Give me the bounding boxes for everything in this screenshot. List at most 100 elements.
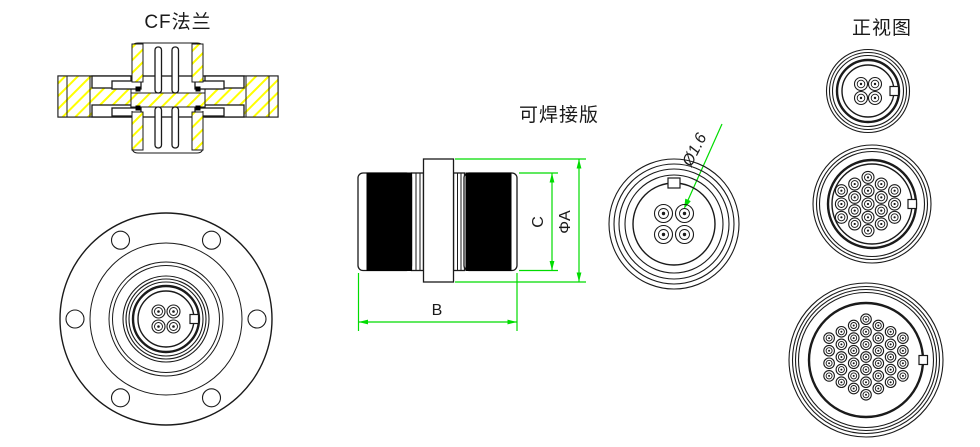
ring <box>835 338 848 351</box>
pin-center-dot <box>865 318 867 321</box>
pin-center-dot <box>682 232 687 237</box>
ring <box>848 177 862 191</box>
ring <box>632 182 716 266</box>
pin <box>860 313 872 326</box>
ring <box>128 281 204 357</box>
pin-center-dot <box>852 362 855 365</box>
ring <box>870 93 880 103</box>
pin-center-dot <box>852 324 855 327</box>
ring <box>853 90 869 106</box>
pin <box>853 76 869 92</box>
ring <box>860 338 872 351</box>
pin-center-dot <box>893 202 896 206</box>
ring <box>608 158 740 290</box>
pin-center-dot <box>865 393 867 396</box>
pin-center-dot <box>840 343 843 346</box>
pin <box>888 210 902 224</box>
ring <box>653 224 674 245</box>
pin <box>860 338 872 351</box>
pin <box>872 344 885 357</box>
ring <box>169 307 178 316</box>
ring <box>674 224 695 245</box>
ledge <box>194 80 225 90</box>
pin <box>874 177 888 191</box>
ring <box>154 307 163 316</box>
front-view-title: 正视图 <box>852 17 912 39</box>
ring <box>848 190 862 204</box>
ring <box>837 378 845 386</box>
bolt-hole <box>201 230 222 250</box>
pin-center-dot <box>866 189 870 192</box>
pin <box>835 351 848 363</box>
ring <box>831 163 913 245</box>
pin-center-dot <box>866 176 870 179</box>
ring <box>861 184 875 198</box>
ring <box>850 359 858 367</box>
pin-center-dot <box>866 229 870 232</box>
ring <box>815 147 929 261</box>
ring <box>847 357 860 370</box>
left-neck <box>410 172 425 272</box>
ring <box>169 322 178 331</box>
pin-center-dot <box>661 232 666 237</box>
pin-center-dot <box>889 356 892 358</box>
ring <box>853 76 869 92</box>
pin-center-dot <box>859 96 863 100</box>
pin <box>834 184 848 198</box>
pin-center-dot <box>853 222 856 226</box>
ring <box>874 190 888 204</box>
ring <box>862 366 870 374</box>
ring <box>884 325 897 338</box>
ring <box>122 275 210 363</box>
pin <box>823 332 835 344</box>
pin-center-dot <box>866 216 870 219</box>
pin-center-dot <box>852 337 855 340</box>
arrow-B-left <box>358 319 368 325</box>
ring <box>887 366 895 374</box>
pin <box>861 184 875 198</box>
ring <box>888 184 902 198</box>
ring <box>864 200 872 208</box>
top-cylinder-left-wall <box>131 43 144 83</box>
pin <box>848 204 862 218</box>
ring <box>847 370 860 382</box>
ring <box>884 338 897 351</box>
ring <box>847 332 860 344</box>
ring <box>872 332 885 344</box>
pin-center-dot <box>889 381 892 384</box>
ring <box>797 291 935 429</box>
ring <box>837 200 846 208</box>
cf-flange-title: CF法兰 <box>144 11 211 33</box>
pin-center-dot <box>877 349 880 352</box>
front-view-19pin <box>812 144 932 264</box>
dim-label-C: C <box>530 216 547 228</box>
pin <box>867 90 883 106</box>
ring <box>850 322 858 329</box>
ring <box>864 173 872 182</box>
pin-center-dot <box>865 356 867 358</box>
feedthrough-pin <box>154 46 163 94</box>
ring <box>887 353 895 361</box>
ledge <box>111 80 142 90</box>
pin <box>653 203 674 224</box>
ring <box>825 347 833 355</box>
ring <box>850 193 859 202</box>
pin <box>166 319 181 334</box>
ring <box>166 319 181 334</box>
ring <box>653 203 674 224</box>
pin-center-dot <box>828 337 831 340</box>
titles: CF法兰 可焊接版 正视图 <box>144 11 912 126</box>
pin-center-dot <box>880 209 883 212</box>
ring <box>847 319 860 332</box>
feedthrough-pin <box>171 46 180 94</box>
ring <box>788 282 944 438</box>
keying-notch <box>918 354 929 366</box>
pin <box>874 204 888 218</box>
ring <box>125 278 207 360</box>
pin-center-dot <box>853 182 856 186</box>
cross-section-view <box>57 42 279 154</box>
ring <box>877 180 886 189</box>
ring <box>825 48 911 134</box>
ring <box>872 319 885 332</box>
ring <box>823 370 835 382</box>
